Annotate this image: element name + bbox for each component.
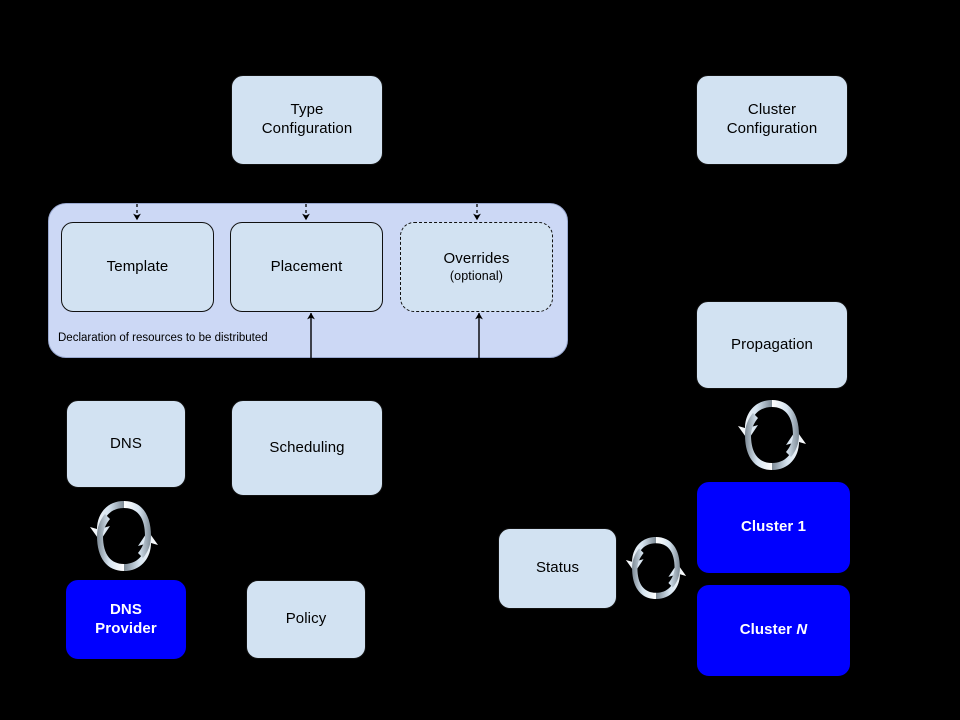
dns-provider-label-line2: Provider	[95, 619, 157, 637]
cluster-n-suffix: N	[796, 621, 808, 639]
cluster-n-label: Cluster N	[740, 621, 808, 640]
node-overrides[interactable]: Overrides (optional)	[400, 222, 553, 312]
policy-label: Policy	[285, 610, 327, 628]
dns-provider-label-line1: DNS	[110, 600, 142, 618]
node-cluster-configuration[interactable]: Cluster Configuration	[696, 75, 848, 165]
node-dns[interactable]: DNS	[66, 400, 186, 488]
sync-arrows-icon-dns	[90, 501, 158, 571]
overrides-label: Overrides	[443, 249, 510, 267]
propagation-label: Propagation	[731, 335, 813, 353]
template-label: Template	[106, 257, 169, 275]
cluster-1-label: Cluster 1	[740, 518, 807, 536]
cluster-configuration-label-line1: Cluster	[747, 101, 797, 119]
overrides-optional-label: (optional)	[449, 268, 504, 283]
type-configuration-label-line1: Type	[290, 101, 324, 119]
node-status[interactable]: Status	[498, 528, 617, 609]
node-propagation[interactable]: Propagation	[696, 301, 848, 389]
node-cluster-1[interactable]: Cluster 1	[697, 482, 850, 573]
node-type-configuration[interactable]: Type Configuration	[231, 75, 383, 165]
cluster-n-prefix: Cluster	[739, 621, 797, 639]
group-caption: Declaration of resources to be distribut…	[58, 332, 268, 344]
node-placement[interactable]: Placement	[230, 222, 383, 312]
scheduling-label: Scheduling	[269, 438, 345, 456]
node-dns-provider[interactable]: DNS Provider	[66, 580, 186, 659]
cluster-configuration-label-line2: Configuration	[726, 120, 818, 137]
node-scheduling[interactable]: Scheduling	[231, 400, 383, 496]
sync-arrows-icon-propagation	[738, 400, 806, 470]
status-label: Status	[535, 559, 580, 577]
node-cluster-n[interactable]: Cluster N	[697, 585, 850, 676]
placement-label: Placement	[270, 257, 343, 275]
type-configuration-label-line2: Configuration	[261, 120, 353, 137]
node-policy[interactable]: Policy	[246, 580, 366, 659]
sync-arrows-icon-status	[625, 537, 687, 599]
node-template[interactable]: Template	[61, 222, 214, 312]
dns-label: DNS	[110, 434, 142, 452]
